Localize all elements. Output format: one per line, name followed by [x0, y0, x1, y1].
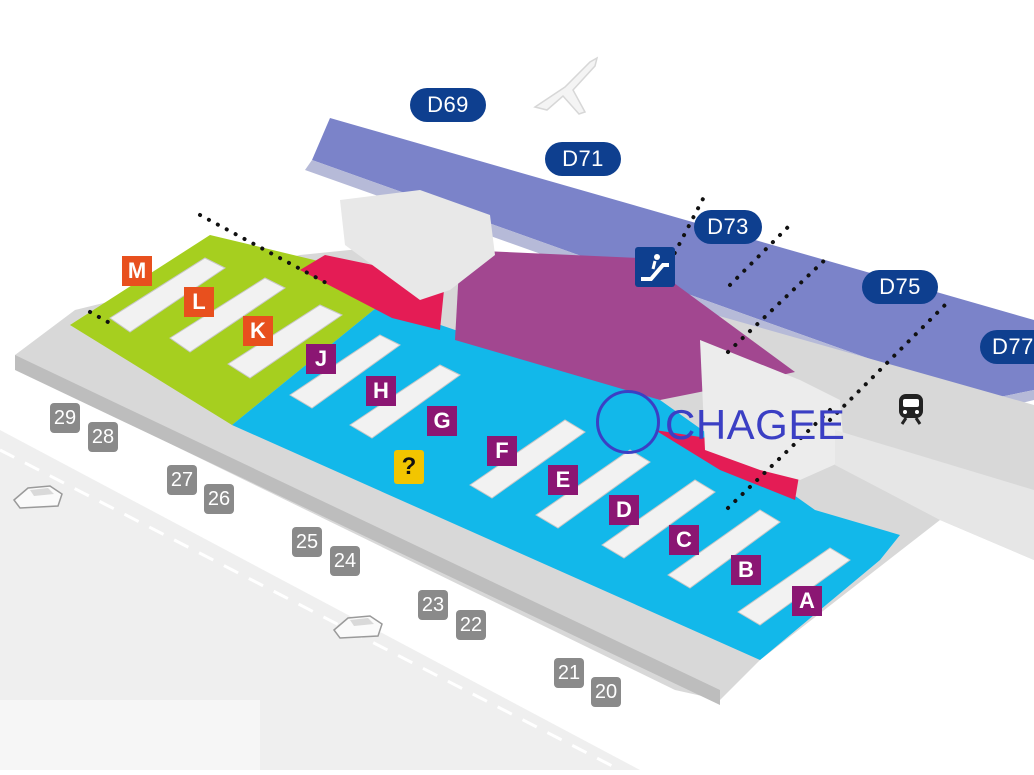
gate-d71[interactable]: D71 [545, 142, 621, 176]
counter-b[interactable]: B [731, 555, 761, 585]
car-icon [12, 485, 63, 509]
building-block [340, 190, 495, 300]
counter-f[interactable]: F [487, 436, 517, 466]
building-block [835, 430, 1034, 560]
chagee-location-ring [596, 390, 660, 454]
gate-d69[interactable]: D69 [410, 88, 486, 122]
zone-red-right [655, 430, 800, 500]
door-22: 22 [456, 610, 486, 640]
counter-a[interactable]: A [792, 586, 822, 616]
door-25: 25 [292, 527, 322, 557]
counter-l[interactable]: L [184, 287, 214, 317]
escalator-icon [635, 247, 675, 287]
road-dashes [0, 448, 621, 772]
door-29: 29 [50, 403, 80, 433]
airplane-icon [533, 56, 599, 115]
building-block [700, 340, 845, 480]
counter-j[interactable]: J [306, 344, 336, 374]
gate-d77[interactable]: D77 [980, 330, 1034, 364]
gate-d75[interactable]: D75 [862, 270, 938, 304]
car-icon [332, 615, 383, 639]
chagee-label: CHAGEE [665, 401, 846, 448]
terminal-front-wall [15, 355, 720, 705]
train-icon [896, 392, 926, 426]
door-20: 20 [591, 677, 621, 707]
info-point[interactable]: ? [394, 450, 424, 484]
door-21: 21 [554, 658, 584, 688]
counter-g[interactable]: G [427, 406, 457, 436]
door-23: 23 [418, 590, 448, 620]
dotted-paths [88, 193, 947, 510]
counter-h[interactable]: H [366, 376, 396, 406]
door-27: 27 [167, 465, 197, 495]
islands-green [109, 257, 344, 379]
door-24: 24 [330, 546, 360, 576]
counter-d[interactable]: D [609, 495, 639, 525]
counter-e[interactable]: E [548, 465, 578, 495]
road-area-lower [0, 700, 260, 770]
counter-m[interactable]: M [122, 256, 152, 286]
gate-d73[interactable]: D73 [694, 210, 762, 244]
counter-c[interactable]: C [669, 525, 699, 555]
door-26: 26 [204, 484, 234, 514]
islands-blue [289, 334, 851, 626]
road-area [0, 430, 640, 770]
counter-k[interactable]: K [243, 316, 273, 346]
door-28: 28 [88, 422, 118, 452]
